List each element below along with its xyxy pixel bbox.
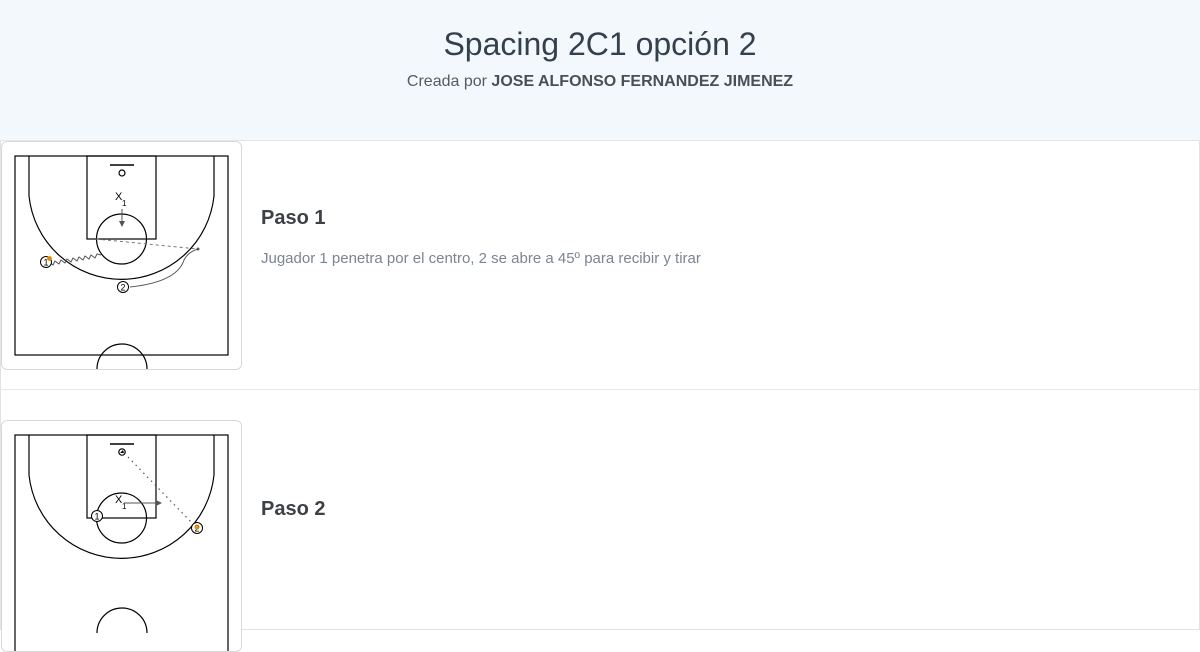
paint-lane (86, 155, 157, 240)
pass-line (95, 238, 199, 250)
ball-icon (47, 256, 52, 261)
step-2: X 1 1 2 Paso 2 (0, 420, 1200, 652)
step-1: X 1 1 2 Paso 1 Jugador 1 penetra por el … (0, 141, 1200, 390)
defender-number: 1 (122, 502, 127, 511)
ball-icon (194, 524, 200, 530)
play-header: Spacing 2C1 opción 2 Creada por JOSE ALF… (0, 0, 1200, 141)
cut-path (129, 248, 199, 288)
player-1 (91, 510, 103, 522)
defender-number: 1 (122, 199, 127, 208)
play-title: Spacing 2C1 opción 2 (443, 26, 757, 62)
court-diagram-step-1[interactable]: X 1 1 2 (1, 141, 242, 370)
play-author-line: Creada por JOSE ALFONSO FERNANDEZ JIMENE… (0, 73, 1200, 91)
paint-lane (86, 434, 157, 519)
court-diagram-step-2[interactable]: X 1 1 2 (1, 420, 242, 652)
step-2-title: Paso 2 (261, 498, 326, 520)
created-by-label: Creada por (406, 73, 487, 90)
half-court-diagram: X 1 1 2 (14, 434, 229, 651)
three-point-line (28, 435, 215, 559)
center-circle (96, 343, 148, 369)
author-name: JOSE ALFONSO FERNANDEZ JIMENEZ (491, 73, 794, 90)
step-1-description: Jugador 1 penetra por el centro, 2 se ab… (261, 250, 701, 267)
player-2 (117, 281, 129, 293)
player-1-number: 1 (44, 258, 49, 268)
player-2-number: 2 (121, 283, 126, 293)
three-point-line (28, 156, 215, 280)
dribble-path (48, 253, 102, 266)
defender-marker: X (115, 494, 123, 506)
ball-in-hoop-icon (120, 450, 124, 453)
half-court-diagram: X 1 1 2 (14, 155, 229, 369)
center-circle (96, 607, 148, 634)
defender-marker: X (115, 191, 123, 203)
court-boundary (14, 155, 229, 356)
shot-line (127, 456, 195, 526)
step-1-title: Paso 1 (261, 207, 326, 229)
basket-hoop (118, 169, 126, 177)
player-1-number: 1 (95, 512, 100, 522)
